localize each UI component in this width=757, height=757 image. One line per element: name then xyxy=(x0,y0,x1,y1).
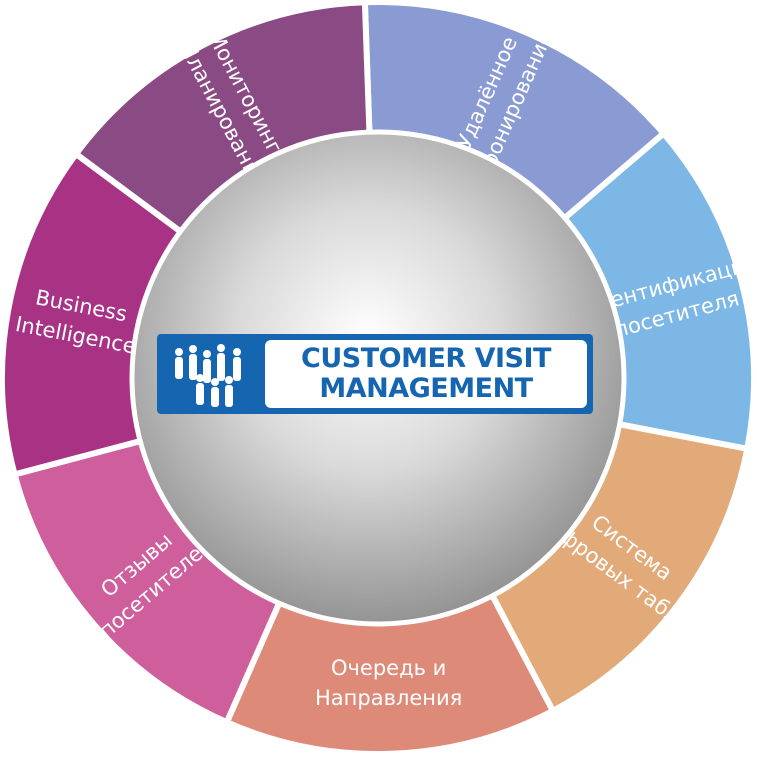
segment-label-line: Очередь и xyxy=(331,656,446,680)
customer-visit-management-logo: CUSTOMER VISIT MANAGEMENT xyxy=(157,334,593,414)
logo-text-panel: CUSTOMER VISIT MANAGEMENT xyxy=(265,340,587,408)
segment-label-line: Направления xyxy=(315,686,462,710)
logo-line-2: MANAGEMENT xyxy=(319,373,533,404)
segment-label-queue-routing: Очередь и Направления xyxy=(315,656,462,710)
people-icon xyxy=(175,344,241,407)
logo-line-1: CUSTOMER VISIT xyxy=(301,343,551,374)
